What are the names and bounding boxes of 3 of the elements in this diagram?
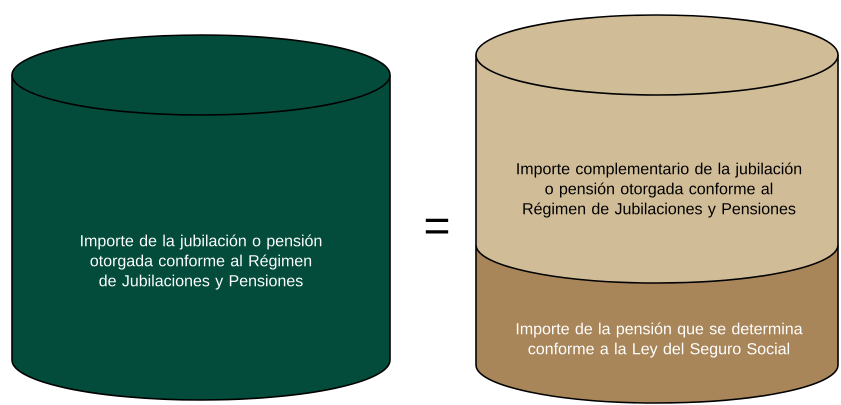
cylinder-upper-section: Importe complementario de la jubilación o pensión otorgada conforme al Régimen de Jubilaciones y Pensiones	[475, 14, 839, 284]
cylinder: Importe de la jubilación o pensión otorgada conforme al Régimen de Jubilaciones y Pensiones	[11, 34, 391, 401]
equals-sign: =	[426, 218, 448, 234]
